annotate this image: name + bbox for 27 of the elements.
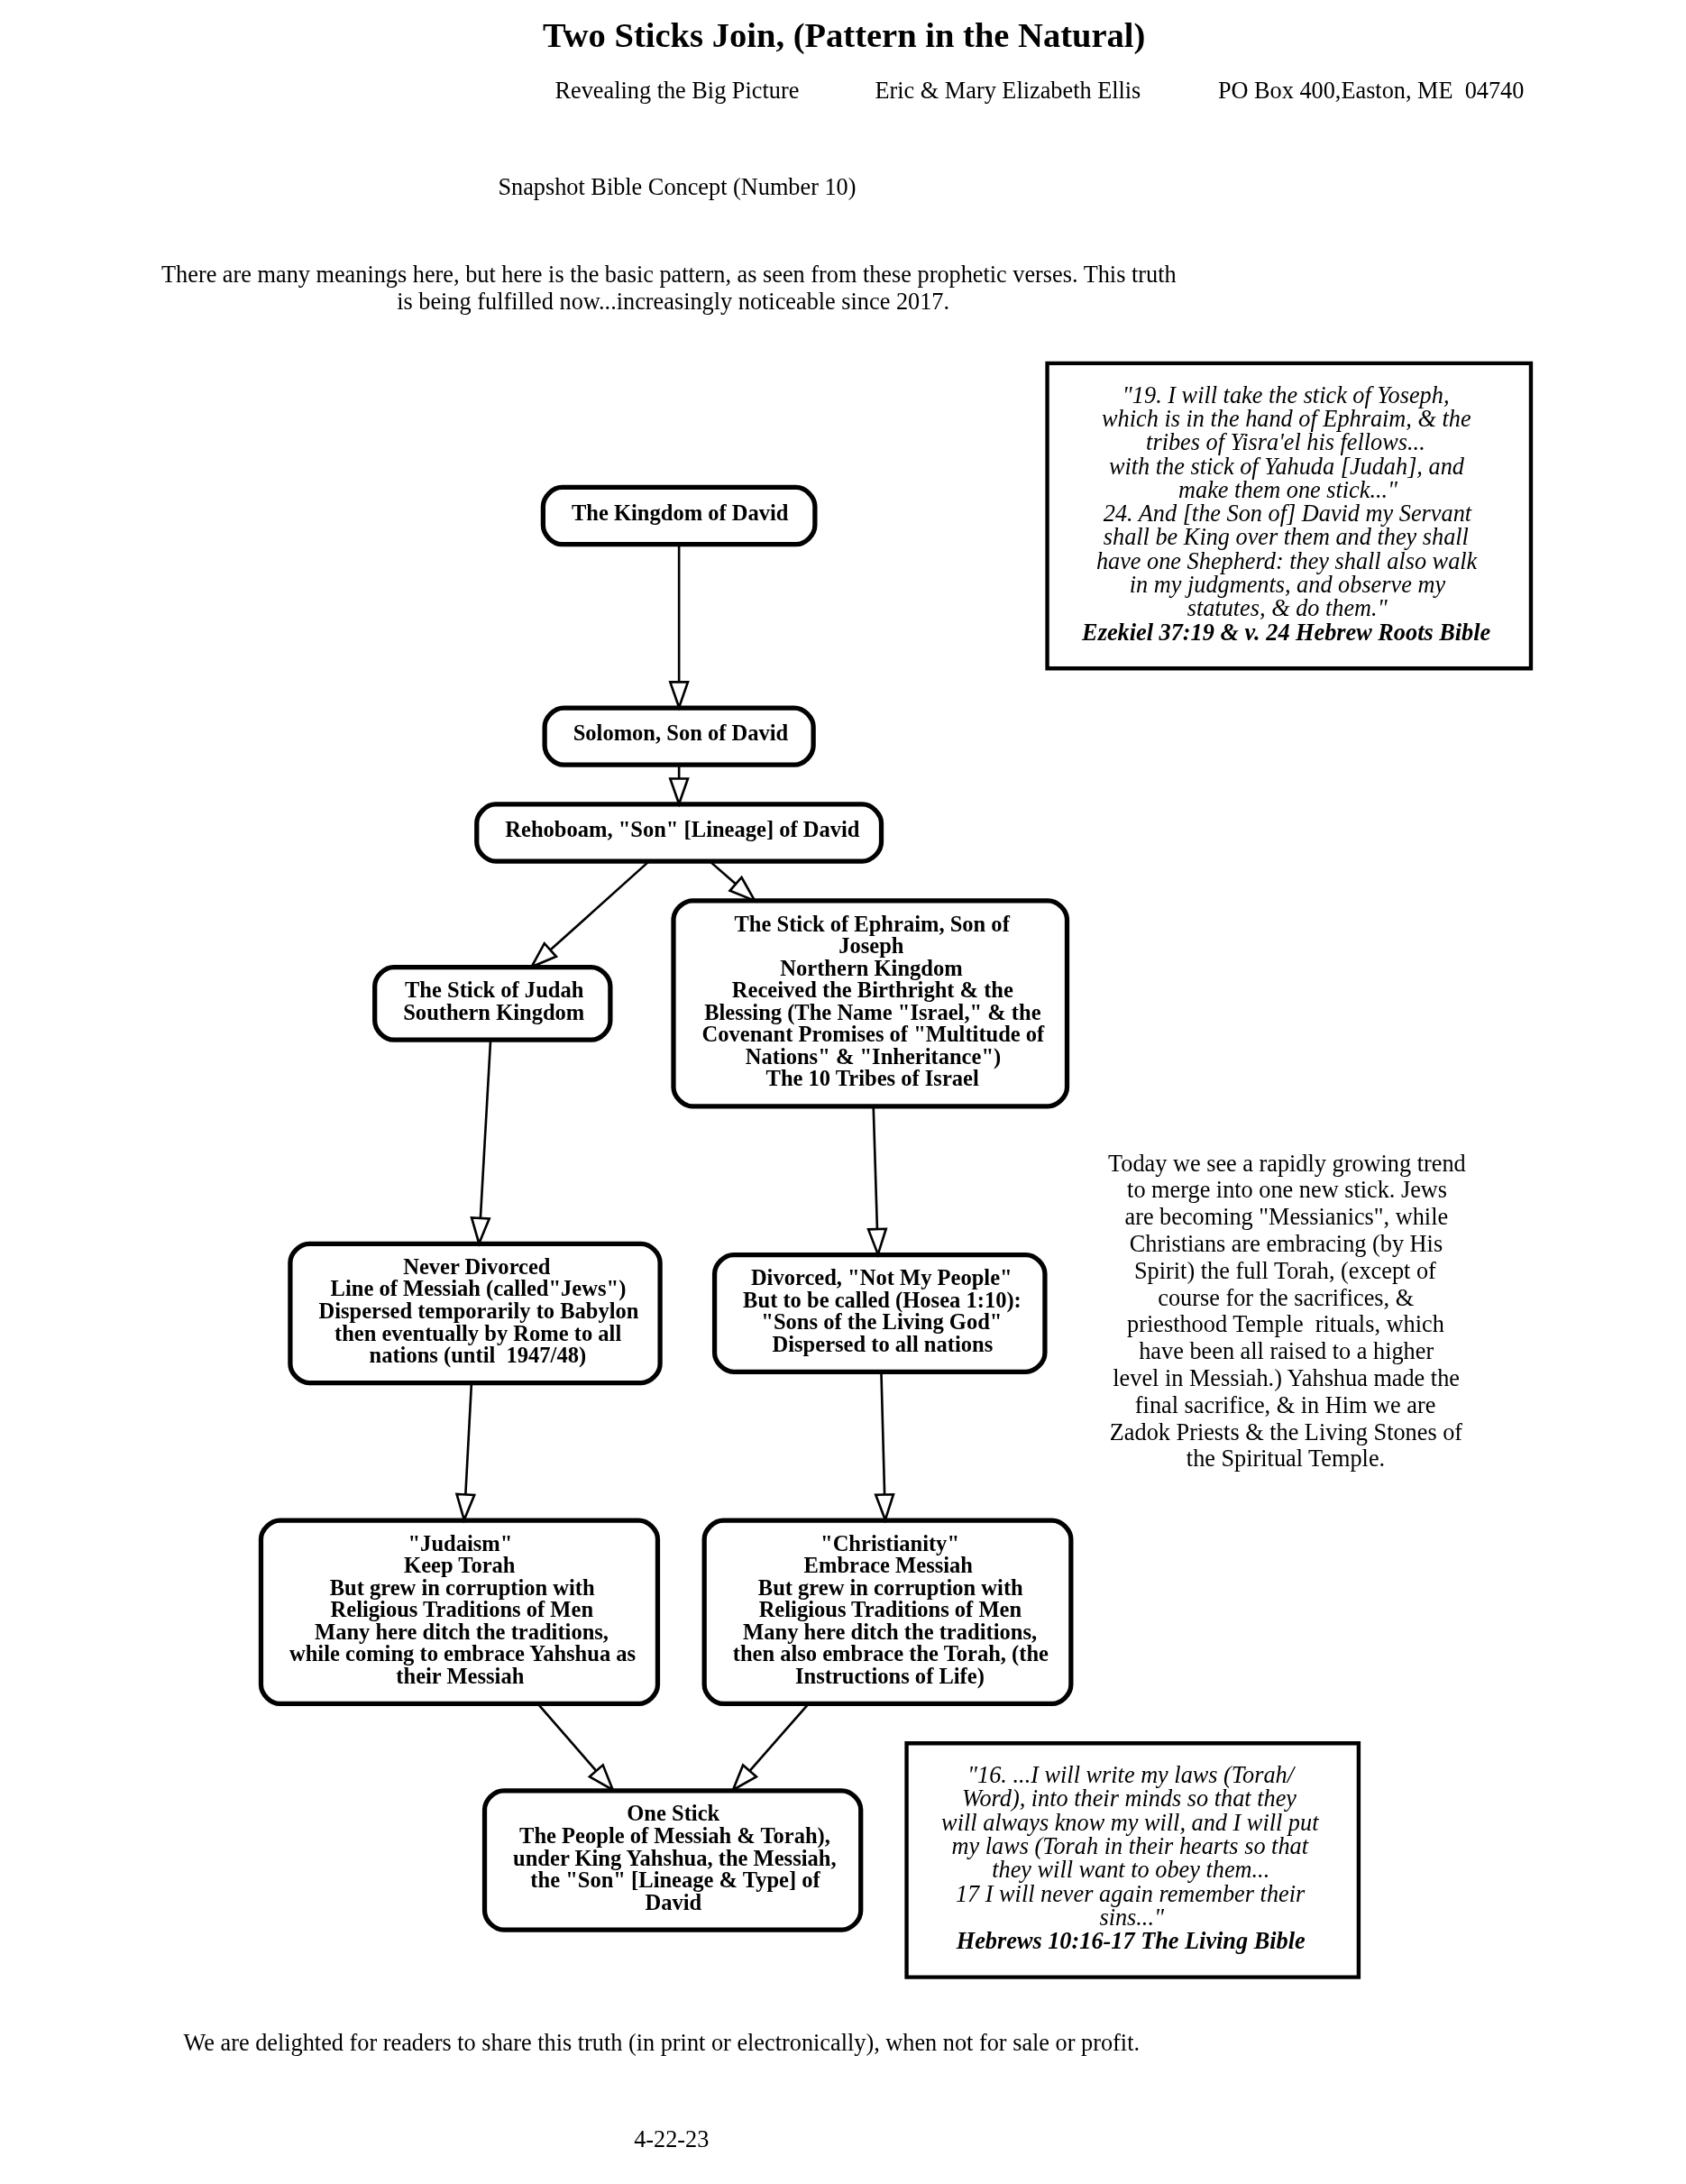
arrow xyxy=(709,860,758,904)
label: There are many meanings here, but here is the basic pattern, as seen from these prophetic verses. This truth is being fulfilled now...increasingly noticeable since 2017. xyxy=(161,262,1177,316)
label: We are delighted for readers to share this truth (in print or electronically), when not for sale or profit. xyxy=(183,2030,1141,2057)
node-box: "Christianity" Embrace Messiah But grew in corruption with Religious Traditions of Men Many here ditch the traditions, then also embrace the Torah, (the Instructions of Life) xyxy=(701,1518,1074,1707)
label: Today we see a rapidly growing trend to merge into one new stick. Jews are becoming "Messianics", while Christians are embracing (by His Spirit) the full Torah, (except of course for the sacrifices, & priesthood Temple rituals, which have been all raised to a higher level in Messiah.) Yahshua made the final sacrifice, & in Him we are Zadok Priests & the Living Stones of the Spiritual Temple. xyxy=(1108,1150,1466,1473)
arrow xyxy=(874,1372,895,1524)
label: Revealing the Big Picture xyxy=(554,78,800,105)
arrow xyxy=(866,1106,888,1259)
node-box: The Stick of Ephraim, Son of Joseph Northern Kingdom Received the Birthright & the Blessing (The Name "Israel," & the Covenant Promises of "Multitude of Nations" & "Inheritance") The 10 Tribes of Israel xyxy=(671,898,1070,1109)
node-box: Solomon, Son of David xyxy=(542,705,816,767)
arrow xyxy=(470,1040,492,1247)
node-box: One Stick The People of Messiah & Torah), under King Yahshua, the Messiah, the "Son" [Lineage & Type] of David xyxy=(481,1788,864,1932)
label: Eric & Mary Elizabeth Ellis xyxy=(875,78,1141,105)
node-box: "16. ...I will write my laws (Torah/ Word), into their minds so that they will always know my will, and I will put my laws (Torah in their hearts so that they will want to obey them... 17 I will never again remember their sins..." Hebrews 10:16-17 The Living Bible xyxy=(904,1741,1361,1979)
node-box: Divorced, "Not My People" But to be called (Hosea 1:10): "Sons of the Living God" Dispersed to all nations xyxy=(711,1252,1048,1374)
node-box: The Kingdom of David xyxy=(540,484,818,547)
arrow xyxy=(454,1383,477,1524)
node-box: Rehoboam, "Son" [Lineage] of David xyxy=(474,802,884,864)
label: PO Box 400,Easton, ME 04740 xyxy=(1217,78,1525,105)
label: Snapshot Bible Concept (Number 10) xyxy=(498,174,857,201)
node-box: The Stick of Judah Southern Kingdom xyxy=(372,964,613,1042)
node-box: "19. I will take the stick of Yoseph, which is in the hand of Ephraim, & the tribes of Yisra'el his fellows... with the stick of Yahuda [Judah], and make them one stick..." 24. And [the Son of] David my Servant shall be King over them and they shall have one Shepherd: they shall also walk in my judgments, and observe my statutes, & do them." Ezekiel 37:19 & v. 24 Hebrew Roots Bible xyxy=(1045,361,1534,671)
label: 4-22-23 xyxy=(634,2126,710,2153)
arrow xyxy=(668,544,690,711)
diagram-title: Two Sticks Join, (Pattern in the Natural) xyxy=(542,15,1146,54)
node-box: Never Divorced Line of Messiah (called"Jews") Dispersed temporarily to Babylon then eventually by Rome to all nations (until 1947/48) xyxy=(288,1241,663,1386)
node-box: "Judaism" Keep Torah But grew in corruption with Religious Traditions of Men Many here ditch the traditions, while coming to embrace Yahshua as their Messiah xyxy=(258,1518,661,1707)
